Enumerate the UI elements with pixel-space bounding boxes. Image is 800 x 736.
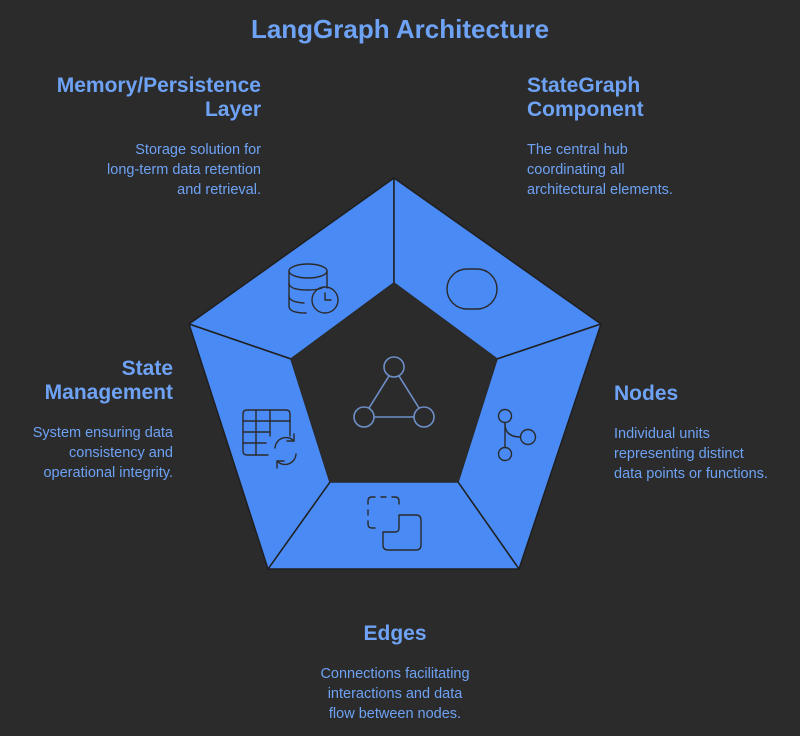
pentagon-segments bbox=[188, 177, 602, 570]
branch-nodes-icon bbox=[497, 408, 537, 462]
memory-section: Memory/Persistence Layer Storage solutio… bbox=[57, 74, 261, 200]
nodes-section: Nodes Individual units representing dist… bbox=[614, 382, 768, 484]
nodes-heading: Nodes bbox=[614, 382, 679, 405]
corner-connection-icon bbox=[367, 496, 422, 551]
state-management-heading: State Management bbox=[44, 357, 173, 404]
rounded-pill-icon bbox=[446, 268, 498, 310]
state-management-description: System ensuring data consistency and ope… bbox=[32, 425, 173, 481]
memory-heading: Memory/Persistence Layer bbox=[56, 74, 261, 121]
table-sync-icon bbox=[242, 409, 297, 469]
page-title: LangGraph Architecture bbox=[250, 14, 550, 44]
state-management-section: State Management System ensuring data co… bbox=[33, 357, 173, 483]
memory-description: Storage solution for long-term data rete… bbox=[107, 142, 261, 198]
triangle-graph-icon bbox=[353, 356, 435, 428]
edges-description: Connections facilitating interactions an… bbox=[320, 666, 470, 722]
edges-heading: Edges bbox=[363, 622, 427, 645]
edges-section: Edges Connections facilitating interacti… bbox=[290, 622, 500, 724]
nodes-description: Individual units representing distinct d… bbox=[614, 426, 768, 482]
database-clock-icon bbox=[288, 263, 339, 314]
inner-pentagon bbox=[290, 282, 498, 483]
stategraph-heading: StateGraph Component bbox=[527, 74, 644, 121]
stategraph-section: StateGraph Component The central hub coo… bbox=[527, 74, 673, 200]
stategraph-description: The central hub coordinating all archite… bbox=[527, 142, 673, 198]
